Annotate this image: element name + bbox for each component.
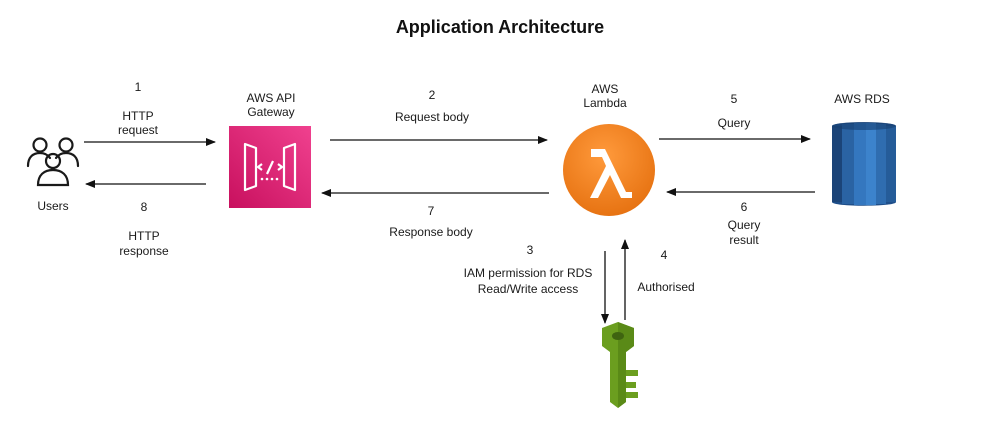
step-8-line1: HTTP [128,229,160,243]
step-2-number: 2 [428,88,436,102]
step-8-line2: response [119,244,169,258]
step-3-number: 3 [526,243,534,257]
step-3-line2: Read/Write access [477,282,579,296]
lambda-label-line1: AWS [591,82,619,96]
api-gateway-icon [229,126,311,208]
step-7-number: 7 [427,204,435,218]
step-2-text: Request body [394,110,470,124]
users-label: Users [37,199,69,213]
step-5-number: 5 [730,92,738,106]
step-6-line1: Query [727,218,761,232]
step-1-number: 1 [134,80,142,94]
step-5-text: Query [717,116,751,130]
step-7-text: Response body [389,225,473,239]
step-6-line2: result [729,233,759,247]
step-4-text: Authorised [637,280,695,294]
diagram-title: Application Architecture [395,17,605,37]
iam-key-icon [602,322,638,408]
api-gateway-label-line2: Gateway [247,105,295,119]
step-1-line1: HTTP [122,109,154,123]
users-icon [26,137,80,187]
step-6-number: 6 [740,200,748,214]
rds-database-icon [832,122,896,206]
rds-label: AWS RDS [834,92,890,106]
api-gateway-label-line1: AWS API [246,91,296,105]
step-4-number: 4 [660,248,668,262]
step-1-line2: request [117,123,159,137]
lambda-icon [563,124,655,216]
step-8-number: 8 [140,200,148,214]
lambda-label-line2: Lambda [583,96,627,110]
step-3-line1: IAM permission for RDS [463,266,593,280]
